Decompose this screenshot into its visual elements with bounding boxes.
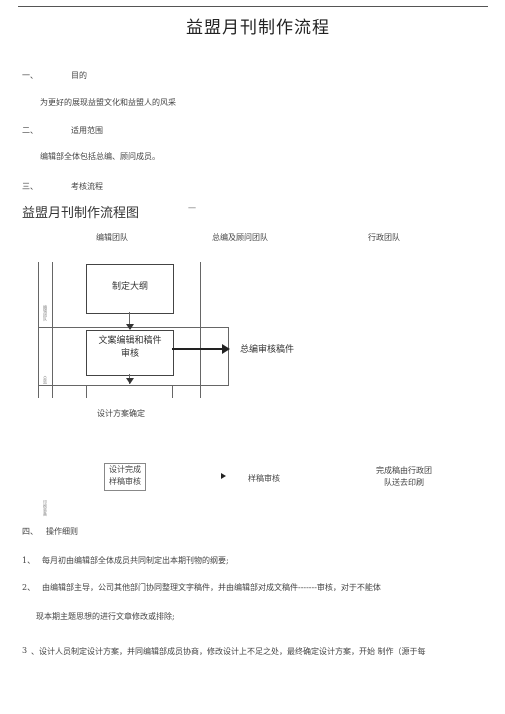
section-4-label: 操作细则: [46, 527, 78, 536]
box-stub-left: [86, 386, 87, 398]
flow-box-design-done: 设计完成 样稿审核: [104, 463, 146, 491]
box-stub-right: [172, 386, 173, 398]
side-label-editing: 编辑团队: [43, 305, 48, 321]
section-1-number: 一、: [22, 71, 38, 80]
item-3-number: 3: [22, 646, 28, 655]
lane-divider-2: [200, 262, 201, 398]
section-2-number: 二、: [22, 126, 38, 135]
section-4-number: 四、: [22, 527, 38, 536]
section-2-label: 适用范围: [71, 126, 103, 135]
arrow-down-2-icon: [126, 378, 134, 384]
label-chief-review: 总编审核稿件: [240, 345, 295, 355]
item-2-text: 由编辑部主导，公司其他部门协同整理文字稿件，并由编辑部对成文稿件-------审…: [42, 583, 381, 592]
top-rule: [18, 6, 488, 7]
section-3-number: 三、: [22, 182, 38, 191]
item-1-text: 每月初由编辑部全体成员共同制定出本期刊物的纲要;: [42, 556, 229, 565]
section-3-label: 考核流程: [71, 182, 103, 191]
column-header-editing: 编辑团队: [96, 233, 128, 242]
label-design-confirm: 设计方案确定: [97, 409, 145, 418]
arrow-right-icon: [222, 344, 230, 354]
bracket-vertical: [228, 327, 229, 385]
flow-box-editing: 文案编辑和稿件 审核: [86, 330, 174, 376]
label-print: 完成稿由行政团 队送去印刷: [376, 465, 432, 489]
item-1-number: 1、: [22, 556, 36, 565]
side-label-print: 印刷装备: [43, 500, 48, 516]
section-1-label: 目的: [71, 71, 87, 80]
flow-box-design-done-line1: 设计完成: [109, 465, 141, 474]
item-2-number: 2、: [22, 583, 36, 592]
flow-box-editing-line2: 审核: [120, 349, 139, 359]
arrow-down-1-icon: [126, 324, 134, 330]
label-print-line1: 完成稿由行政团: [376, 466, 432, 475]
section-1-body: 为更好的展现益盟文化和益盟人的风采: [40, 98, 176, 107]
lane-hline-2: [39, 385, 229, 386]
section-2-body: 编辑部全体包括总编、顾问成员。: [40, 152, 160, 161]
flow-box-outline: 制定大纲: [86, 264, 174, 314]
arrow-small-right-icon: [221, 473, 226, 479]
item-3-text: 、设计人员制定设计方案，并同编辑部成员协商，修改设计上不足之处，最终确定设计方案…: [31, 647, 426, 656]
flow-box-editing-line1: 文案编辑和稿件: [98, 336, 162, 346]
column-header-chief: 总编及顾问团队: [212, 233, 268, 242]
lane-hline-1: [39, 327, 229, 328]
flow-box-outline-text: 制定大纲: [111, 282, 148, 292]
flowchart-title: 益盟月刊制作流程图: [22, 206, 140, 221]
item-2-text-cont: 现本期主题思想的进行文章修改或排除;: [36, 612, 175, 621]
arrow-down-1-shaft: [129, 312, 130, 327]
flowchart-title-dash: 一: [188, 204, 196, 213]
lane-border-left: [38, 262, 39, 398]
arrow-right-shaft: [172, 348, 224, 350]
label-print-line2: 队送去印刷: [384, 478, 424, 487]
flow-box-design-done-line2: 样稿审核: [109, 477, 141, 486]
side-label-director: 总监: [43, 376, 48, 384]
page-title: 益盟月刊制作流程: [186, 18, 330, 38]
lane-divider-1: [52, 262, 53, 398]
label-sample-review: 样稿审核: [248, 474, 280, 483]
column-header-admin: 行政团队: [368, 233, 400, 242]
